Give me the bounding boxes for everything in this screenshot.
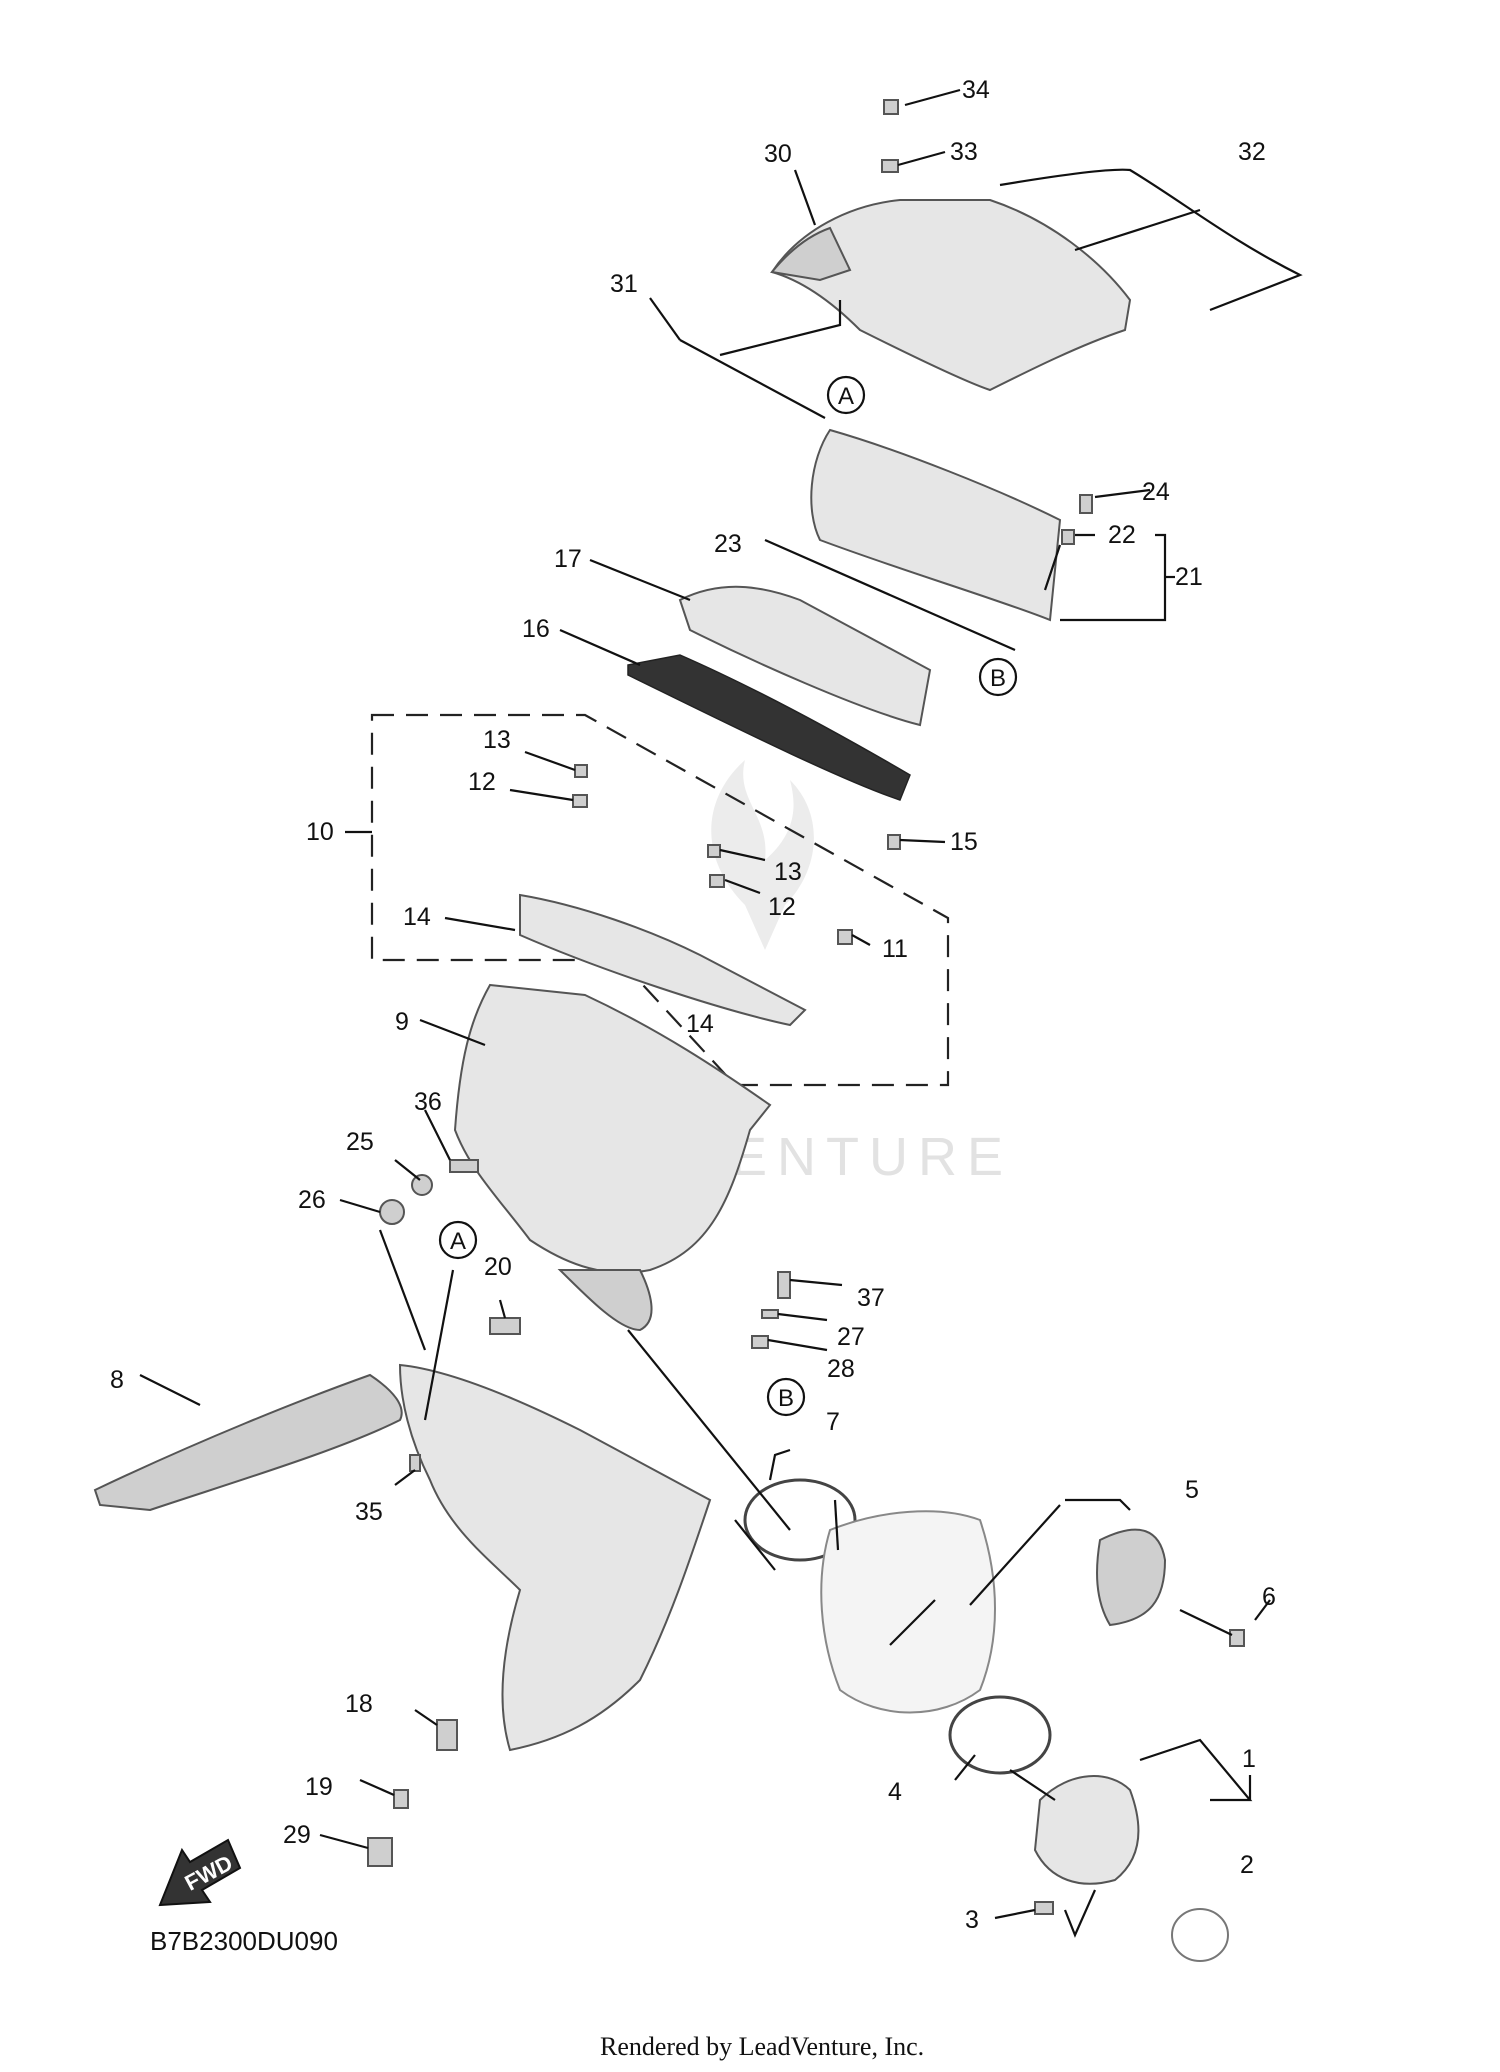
part-24-screw — [1079, 494, 1093, 514]
part-label-17: 17 — [554, 545, 582, 573]
part-label-14b: 14 — [686, 1010, 714, 1038]
part-4-clamp — [948, 1695, 1052, 1775]
part-label-1: 1 — [1242, 1745, 1256, 1773]
svg-text:A: A — [838, 383, 854, 410]
part-label-12b: 12 — [768, 893, 796, 921]
part-label-22: 22 — [1108, 521, 1136, 549]
part-label-8: 8 — [110, 1366, 124, 1394]
part-label-11: 11 — [882, 935, 908, 963]
part-label-9: 9 — [395, 1008, 409, 1036]
part-label-21: 21 — [1175, 563, 1203, 591]
part-label-12a: 12 — [468, 768, 496, 796]
part-5-sensor-shape — [1096, 1528, 1167, 1627]
svg-text:B: B — [778, 1385, 794, 1412]
part-label-24: 24 — [1142, 478, 1170, 506]
part-28-collar — [751, 1335, 769, 1349]
assembly-10-dashed-box — [370, 713, 950, 1087]
part-label-15: 15 — [950, 828, 978, 856]
part-label-5: 5 — [1185, 1476, 1199, 1504]
svg-text:A: A — [450, 1228, 466, 1255]
part-11-collar — [837, 929, 853, 945]
throttle-body-shape — [820, 1510, 996, 1714]
diagram-code: B7B2300DU090 — [150, 1926, 338, 1956]
part-22-clip — [1061, 529, 1075, 545]
part-label-6: 6 — [1262, 1583, 1276, 1611]
part-32-strip — [999, 168, 1303, 312]
part-7-clamp — [743, 1478, 857, 1562]
part-27-washer — [761, 1309, 779, 1319]
part-label-2: 2 — [1240, 1851, 1254, 1879]
part-label-36: 36 — [414, 1088, 442, 1116]
part-36-bolt — [449, 1159, 479, 1173]
part-8-snorkel-shape — [93, 1373, 403, 1512]
watermark-flame-icon — [711, 760, 814, 950]
part-label-4: 4 — [888, 1778, 902, 1806]
part-label-18: 18 — [345, 1690, 373, 1718]
part-1-joint-shape — [1033, 1775, 1140, 1885]
part-13-screw-b — [707, 844, 721, 858]
part-12-collar-b — [709, 874, 725, 888]
svg-text:B: B — [990, 665, 1006, 692]
part-30-cover-dark — [770, 226, 852, 282]
part-label-33: 33 — [950, 138, 978, 166]
part-3-screw — [1034, 1901, 1054, 1915]
part-19-screw — [393, 1789, 409, 1809]
callout-b-top: B — [978, 657, 1018, 697]
part-16-element-shape — [627, 654, 911, 801]
part-label-27: 27 — [837, 1323, 865, 1351]
part-label-23: 23 — [714, 530, 742, 558]
callout-b-bottom: B — [766, 1377, 806, 1417]
part-30-cover-shape — [770, 199, 1132, 392]
fwd-arrow-icon: FWD — [158, 1838, 242, 1907]
part-9-case-shape — [453, 983, 772, 1274]
part-label-34: 34 — [962, 76, 990, 104]
part-label-28: 28 — [827, 1355, 855, 1383]
part-label-19: 19 — [305, 1773, 333, 1801]
part-29-clip — [367, 1837, 393, 1867]
part-31-rod — [679, 339, 826, 419]
fasteners — [367, 99, 1245, 1915]
part-26-grommet — [379, 1199, 405, 1225]
part-34-screw — [883, 99, 899, 115]
part-25-nut — [411, 1174, 433, 1196]
part-17-frame-shape — [678, 585, 932, 727]
part-15-screw — [887, 834, 901, 850]
part-label-3: 3 — [965, 1906, 979, 1934]
part-label-13b: 13 — [774, 858, 802, 886]
part-label-32: 32 — [1238, 138, 1266, 166]
part-label-31: 31 — [610, 270, 638, 298]
part-label-20: 20 — [484, 1253, 512, 1281]
part-18-collar — [436, 1719, 458, 1751]
callout-a-top: A — [826, 375, 866, 415]
part-9-case-neck — [557, 1269, 653, 1332]
callout-a-bottom: A — [438, 1220, 478, 1260]
part-labels: 34 33 30 32 31 24 22 21 23 17 16 13 12 1… — [110, 76, 1276, 1934]
part-12-collar-a — [572, 794, 588, 808]
part-label-7: 7 — [826, 1408, 840, 1436]
part-label-26: 26 — [298, 1186, 326, 1214]
part-label-10: 10 — [306, 818, 334, 846]
part-label-30: 30 — [764, 140, 792, 168]
part-13-screw-a — [574, 764, 588, 778]
part-label-35: 35 — [355, 1498, 383, 1526]
part-6-screw — [1229, 1629, 1245, 1647]
part-label-13a: 13 — [483, 726, 511, 754]
footer-credit: Rendered by LeadVenture, Inc. — [600, 2032, 924, 2061]
part-37-screw — [777, 1271, 791, 1299]
part-label-29: 29 — [283, 1821, 311, 1849]
part-33-grommet — [881, 159, 899, 173]
part-label-25: 25 — [346, 1128, 374, 1156]
part-14-grid-shape — [519, 893, 807, 1027]
part-35-screw — [409, 1454, 421, 1472]
part-label-37: 37 — [857, 1284, 885, 1312]
part-20-clip — [489, 1317, 521, 1335]
part-intake-lower-shape — [398, 1363, 712, 1752]
part-label-14a: 14 — [403, 903, 431, 931]
leader-lines — [139, 88, 1271, 1938]
part-label-16: 16 — [522, 615, 550, 643]
part-2-oring — [1171, 1908, 1229, 1962]
part-21-duct-shape — [810, 428, 1062, 622]
